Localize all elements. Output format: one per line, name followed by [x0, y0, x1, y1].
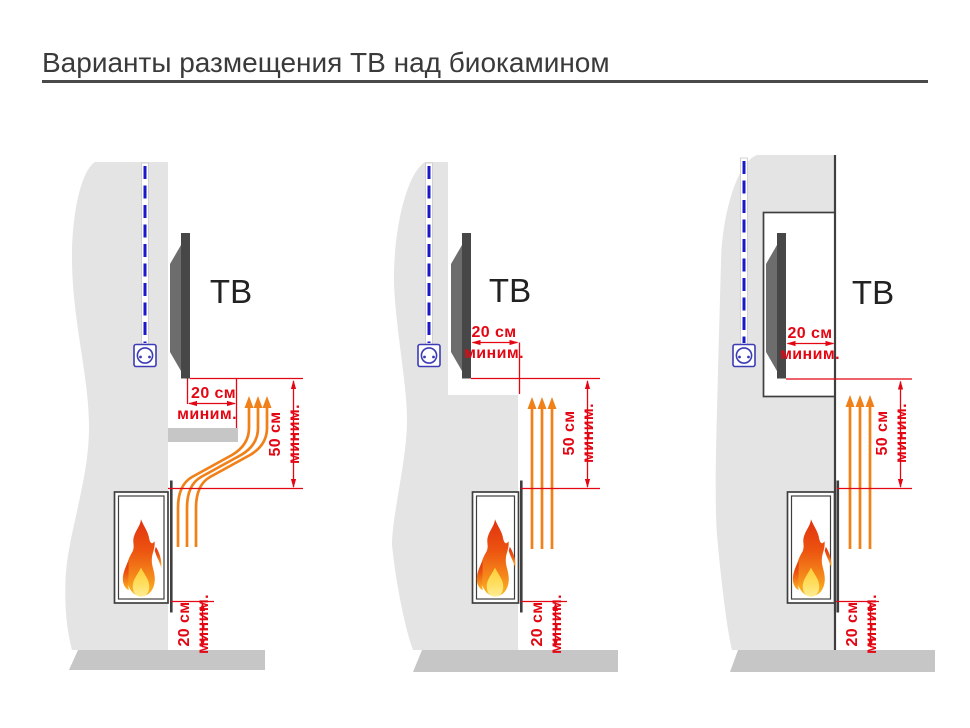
- outlet-circle: [420, 347, 438, 364]
- dim-qualifier: миним.: [286, 404, 303, 464]
- dim-qualifier: миним.: [580, 403, 597, 463]
- heat-flow-arrow: [176, 396, 254, 547]
- floor-base: [413, 650, 618, 672]
- outlet-pin: [747, 355, 750, 359]
- dim-qualifier: миним.: [893, 403, 910, 463]
- page-title: Варианты размещения ТВ над биокамином: [42, 47, 610, 78]
- placement-option-2: ТВ 20 см миним. 50 см миним. 20 см миним…: [392, 162, 618, 672]
- firebox-inner-frame: [117, 495, 165, 600]
- tv-mount: [766, 245, 777, 371]
- shelf: [168, 428, 238, 442]
- firebox-glass: [836, 480, 840, 613]
- dim-value: 20 см: [191, 385, 236, 402]
- dim-qualifier: миним.: [177, 406, 237, 423]
- dim-qualifier: миним.: [464, 345, 524, 362]
- outlet-pin: [432, 355, 435, 359]
- dim-qualifier: миним.: [195, 594, 212, 654]
- outlet-pin: [738, 355, 741, 359]
- heat-flow-arrow: [194, 396, 272, 547]
- dim-value: 20 см: [529, 602, 546, 647]
- dim-value: 20 см: [472, 324, 517, 341]
- dim-value: 20 см: [788, 325, 833, 342]
- firebox-inner-frame: [475, 495, 516, 600]
- dim-value: 20 см: [176, 602, 193, 647]
- firebox-inner-frame: [790, 495, 832, 600]
- heat-flow-arrow: [185, 396, 263, 547]
- tv-panel: [777, 233, 786, 379]
- dim-value: 50 см: [267, 412, 284, 457]
- dim-qualifier: миним.: [780, 346, 840, 363]
- floor-base: [730, 650, 935, 672]
- tv-label: ТВ: [489, 272, 531, 309]
- dim-value: 50 см: [561, 411, 578, 456]
- outlet-pin: [148, 355, 151, 359]
- dim-value: 20 см: [844, 602, 861, 647]
- outlet-circle: [735, 347, 753, 364]
- firebox-glass: [520, 480, 523, 613]
- tv-mount: [451, 245, 462, 371]
- tv-mount: [170, 245, 181, 371]
- outlet-pin: [139, 355, 142, 359]
- title-underline: [42, 80, 928, 83]
- tv-panel: [462, 233, 471, 379]
- placement-option-1: ТВ 20 см миним. 50 см миним. 20 см миним…: [65, 162, 303, 670]
- firebox-glass: [170, 480, 173, 613]
- dim-qualifier: миним.: [863, 594, 880, 654]
- dim-value: 50 см: [874, 411, 891, 456]
- tv-label: ТВ: [852, 274, 894, 311]
- dim-qualifier: миним.: [548, 594, 565, 654]
- floor-base: [69, 650, 265, 670]
- outlet-circle: [136, 347, 154, 364]
- outlet-pin: [423, 355, 426, 359]
- tv-label: ТВ: [210, 273, 252, 310]
- placement-option-3: ТВ 20 см миним. 50 см миним. 20 см миним…: [715, 155, 935, 672]
- tv-panel: [181, 233, 190, 379]
